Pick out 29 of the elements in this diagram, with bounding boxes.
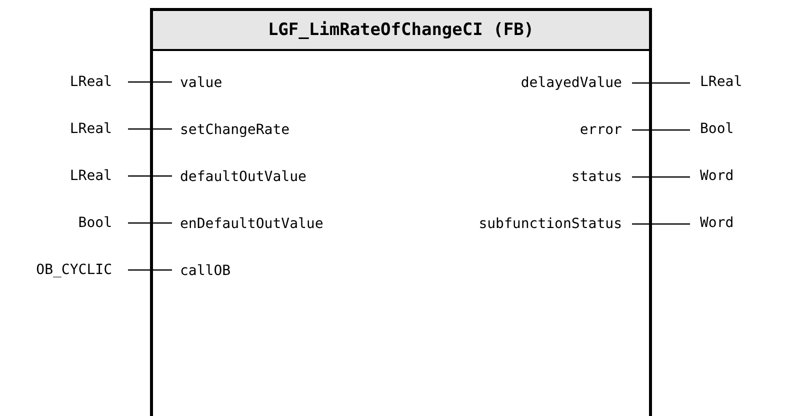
- data-type-label: Word: [700, 214, 734, 232]
- input-pin-label: setChangeRate: [180, 121, 290, 139]
- function-block: [150, 8, 652, 416]
- input-pin-label: enDefaultOutValue: [180, 215, 324, 233]
- output-pin-label: delayedValue: [520, 74, 622, 92]
- connection-line: [632, 176, 690, 178]
- block-title-bar: LGF_LimRateOfChangeCI (FB): [153, 11, 649, 51]
- data-type-label: LReal: [70, 167, 112, 185]
- connection-line: [128, 269, 172, 271]
- connection-line: [128, 175, 172, 177]
- data-type-label: Bool: [78, 214, 112, 232]
- connection-line: [632, 223, 690, 225]
- output-pin-label: status: [571, 168, 622, 186]
- data-type-label: LReal: [700, 73, 742, 91]
- output-pin-label: subfunctionStatus: [478, 215, 622, 233]
- connection-line: [632, 82, 690, 84]
- connection-line: [128, 128, 172, 130]
- data-type-label: OB_CYCLIC: [36, 261, 112, 279]
- connection-line: [632, 129, 690, 131]
- input-pin-label: defaultOutValue: [180, 168, 306, 186]
- connection-line: [128, 81, 172, 83]
- connection-line: [128, 222, 172, 224]
- data-type-label: LReal: [70, 120, 112, 138]
- data-type-label: Word: [700, 167, 734, 185]
- data-type-label: LReal: [70, 73, 112, 91]
- output-pin-label: error: [580, 121, 622, 139]
- data-type-label: Bool: [700, 120, 734, 138]
- input-pin-label: callOB: [180, 262, 231, 280]
- input-pin-label: value: [180, 74, 222, 92]
